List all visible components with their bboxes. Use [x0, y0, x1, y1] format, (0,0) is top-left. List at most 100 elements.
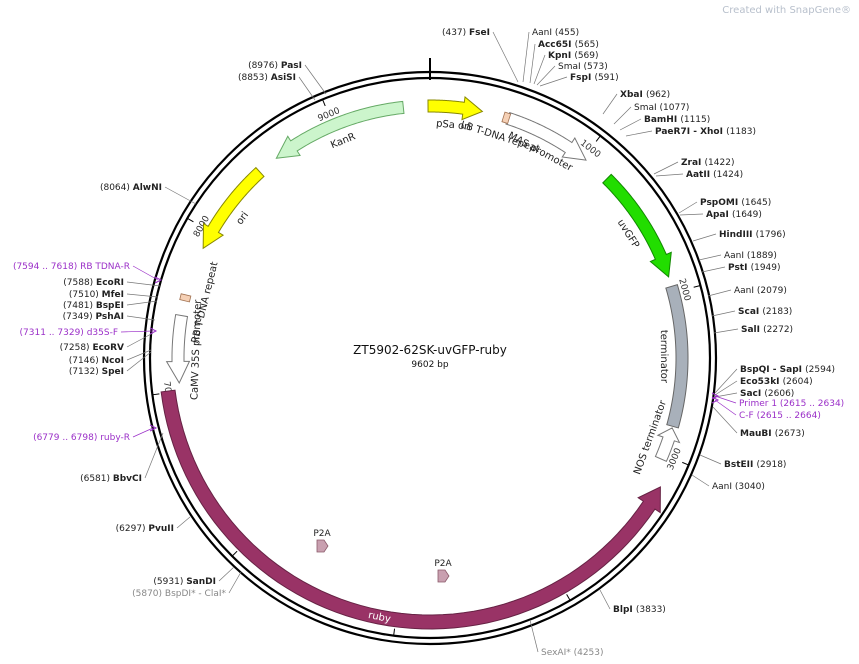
restriction-site[interactable]: PaeR7I - XhoI (1183) — [655, 127, 756, 137]
site-position: (7132) — [69, 367, 102, 377]
restriction-site[interactable]: ScaI (2183) — [738, 307, 792, 317]
site-position: (455) — [555, 28, 579, 38]
restriction-site[interactable]: (7258) EcoRV — [60, 343, 124, 353]
restriction-site[interactable]: BspQI - SapI (2594) — [740, 365, 835, 375]
restriction-site[interactable]: SalI (2272) — [741, 325, 793, 335]
feature-mas-promoter[interactable] — [505, 111, 587, 161]
site-position: (5931) — [153, 577, 186, 587]
restriction-site[interactable]: AanI (455) — [532, 28, 579, 38]
restriction-site[interactable]: (7481) BspEI — [63, 301, 124, 311]
restriction-site[interactable]: (8064) AlwNI — [100, 183, 162, 193]
restriction-site[interactable]: (8853) AsiSI — [238, 73, 296, 83]
primer[interactable]: (7594 .. 7618) RB TDNA-R — [13, 262, 130, 272]
site-leader — [653, 161, 679, 175]
restriction-site[interactable]: Acc65I (565) — [538, 40, 599, 50]
restriction-site[interactable]: (7146) NcoI — [69, 356, 124, 366]
feature-rb-t-dna-repeat[interactable] — [179, 293, 192, 303]
feature-camv-35s-promoter[interactable] — [165, 313, 191, 385]
site-name: SmaI — [558, 62, 584, 72]
restriction-site[interactable]: (7588) EcoRI — [63, 278, 124, 288]
restriction-site[interactable]: XbaI (962) — [620, 90, 670, 100]
feature-psa-ori[interactable] — [427, 95, 484, 121]
site-name: PstI — [728, 263, 751, 273]
site-position: (5870) — [132, 589, 165, 599]
site-leader — [691, 474, 710, 487]
feature-label-kanr: KanR — [329, 131, 357, 151]
site-leader — [126, 300, 158, 306]
site-position: (8976) — [248, 61, 281, 71]
restriction-site[interactable]: BlpI (3833) — [613, 605, 666, 615]
restriction-site[interactable]: BamHI (1115) — [644, 115, 710, 125]
site-position: (7588) — [63, 278, 96, 288]
restriction-site[interactable]: KpnI (569) — [548, 51, 599, 61]
tick-mark — [693, 284, 701, 288]
restriction-site[interactable]: MauBI (2673) — [740, 429, 805, 439]
feature-p2a[interactable] — [316, 539, 329, 553]
restriction-site[interactable]: BstEII (2918) — [724, 460, 786, 470]
feature-uvgfp[interactable] — [602, 173, 672, 278]
feature-p2a[interactable] — [437, 569, 450, 583]
feature-ruby[interactable] — [160, 389, 661, 630]
site-position: (1424) — [713, 170, 743, 180]
tick-mark — [231, 550, 238, 557]
site-position: (591) — [594, 73, 618, 83]
restriction-site[interactable]: (6297) PvuII — [116, 524, 174, 534]
site-name: PasI — [281, 61, 302, 71]
restriction-site[interactable]: (7349) PshAI — [63, 312, 124, 322]
site-name: PvuII — [148, 524, 174, 534]
site-name: FseI — [469, 28, 490, 38]
site-position: (1422) — [705, 158, 735, 168]
site-leader — [714, 392, 738, 398]
restriction-site[interactable]: (5870) BspDI* - ClaI* — [132, 589, 226, 599]
restriction-site[interactable]: (7132) SpeI — [69, 367, 124, 377]
site-leader — [539, 76, 568, 87]
primer[interactable]: C-F (2615 .. 2664) — [739, 411, 821, 421]
restriction-site[interactable]: AanI (2079) — [734, 286, 787, 296]
primer-name: Primer 1 — [739, 399, 780, 409]
site-name: NcoI — [102, 356, 124, 366]
site-position: (1077) — [660, 103, 690, 113]
restriction-site[interactable]: (437) FseI — [442, 28, 490, 38]
restriction-site[interactable]: AanI (3040) — [712, 482, 765, 492]
restriction-site[interactable]: (5931) SanDI — [153, 577, 216, 587]
site-name: BamHI — [644, 115, 680, 125]
primer[interactable]: Primer 1 (2615 .. 2634) — [739, 399, 844, 409]
restriction-site-labels: (437) FseI AanI (455) Acc65I (565)KpnI (56… — [60, 28, 835, 658]
restriction-site[interactable]: SexAI* (4253) — [541, 648, 604, 658]
plasmid-name: ZT5902-62SK-uvGFP-ruby — [353, 343, 507, 357]
restriction-site[interactable]: PspOMI (1645) — [700, 198, 771, 208]
feature-terminator[interactable] — [665, 284, 689, 429]
restriction-site[interactable]: SmaI (1077) — [634, 103, 689, 113]
feature-ori[interactable] — [202, 166, 265, 250]
restriction-site[interactable]: ApaI (1649) — [706, 210, 762, 220]
restriction-site[interactable]: HindIII (1796) — [719, 230, 786, 240]
restriction-site[interactable]: AanI (1889) — [724, 251, 777, 261]
primer-labels: (7594 .. 7618) RB TDNA-R (7311 .. 7329) d… — [13, 262, 844, 443]
site-position: (2606) — [764, 389, 794, 399]
restriction-site[interactable]: (7510) MfeI — [69, 290, 124, 300]
restriction-site[interactable]: PstI (1949) — [728, 263, 781, 273]
feature-kanr[interactable] — [275, 100, 405, 159]
restriction-site[interactable]: SmaI (573) — [558, 62, 608, 72]
site-name: SacI — [740, 389, 764, 399]
restriction-site[interactable]: ZraI (1422) — [681, 158, 734, 168]
backbone-outer-strand — [142, 70, 718, 646]
restriction-site[interactable]: AatII (1424) — [686, 170, 743, 180]
site-name: AatII — [686, 170, 713, 180]
site-name: FspI — [570, 73, 594, 83]
restriction-site[interactable]: SacI (2606) — [740, 389, 794, 399]
primer[interactable]: (7311 .. 7329) d35S-F — [20, 328, 118, 338]
feature-lb-t-dna-repeat[interactable] — [501, 111, 512, 125]
feature-nos-terminator[interactable] — [654, 427, 681, 462]
site-name: ApaI — [706, 210, 732, 220]
primer[interactable]: (6779 .. 6798) ruby-R — [33, 433, 130, 443]
restriction-site[interactable]: Eco53kI (2604) — [740, 377, 813, 387]
primer-name: d35S-F — [87, 328, 118, 338]
site-position: (1649) — [732, 210, 762, 220]
restriction-site[interactable]: (6581) BbvCI — [80, 474, 142, 484]
site-name: SexAI* — [541, 648, 574, 658]
restriction-site[interactable]: (8976) PasI — [248, 61, 302, 71]
site-name: XbaI — [620, 90, 646, 100]
restriction-site[interactable]: FspI (591) — [570, 73, 619, 83]
site-position: (7146) — [69, 356, 102, 366]
